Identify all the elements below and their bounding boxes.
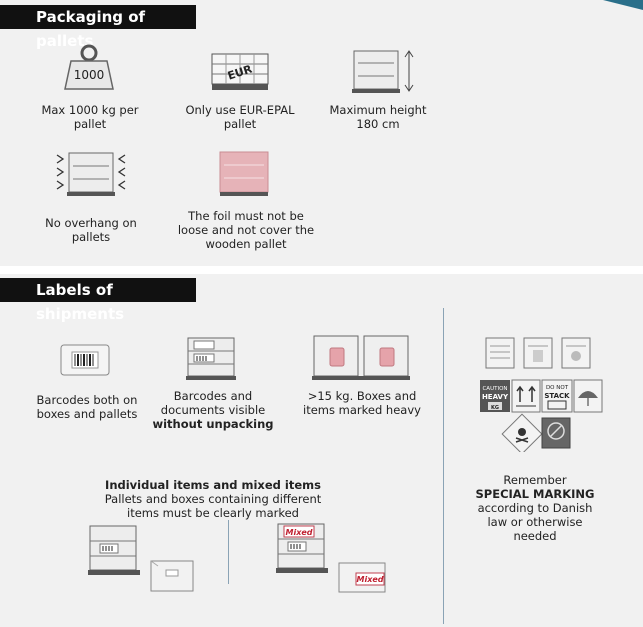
sign-caution-label: CAUTION	[482, 386, 507, 392]
individual-box-icon	[150, 560, 194, 592]
divider-special	[443, 308, 444, 624]
sign-stack-label: STACK	[544, 392, 570, 400]
mixed-pallet-icon: Mixed	[276, 523, 328, 573]
eur-pallet-icon: EUR	[211, 53, 269, 90]
sign-heavy-label: HEAVY	[482, 393, 509, 401]
individual-pallet-icon	[88, 525, 140, 575]
visible-barcode-pallet-icon	[186, 337, 236, 380]
mixed-tag-pallet: Mixed	[285, 528, 312, 537]
individual-line1: Pallets and boxes containing different	[104, 492, 322, 506]
sign-do-not-label: DO NOT	[546, 385, 569, 391]
sign-kg-label: KG	[491, 405, 499, 411]
foil-icon	[219, 151, 269, 196]
labels-header: Labels of shipments	[0, 278, 196, 323]
corner-accent	[603, 0, 643, 10]
mixed-box-icon: Mixed	[338, 562, 386, 593]
individual-title: Individual items and mixed items	[105, 478, 321, 492]
packaging-panel: Packaging of pallets 1000 Max 1000 kg pe…	[0, 0, 643, 266]
divider-small	[228, 520, 229, 584]
no-overhang-icon	[56, 152, 126, 196]
weight-icon: 1000	[64, 44, 114, 90]
individual-line2: items must be clearly marked	[127, 506, 299, 520]
max-height-icon	[352, 50, 414, 93]
heavy-boxes-icon	[312, 335, 410, 380]
weight-label: 1000	[74, 68, 105, 82]
barcode-box-icon	[60, 344, 110, 376]
caption-special-marking: Remember SPECIAL MARKING according to Da…	[475, 473, 595, 543]
mixed-tag-box: Mixed	[356, 575, 383, 584]
special-marking-signs-icon: CAUTION HEAVY KG DO NOT STACK	[480, 337, 603, 452]
packaging-header: Packaging of pallets	[0, 5, 196, 50]
